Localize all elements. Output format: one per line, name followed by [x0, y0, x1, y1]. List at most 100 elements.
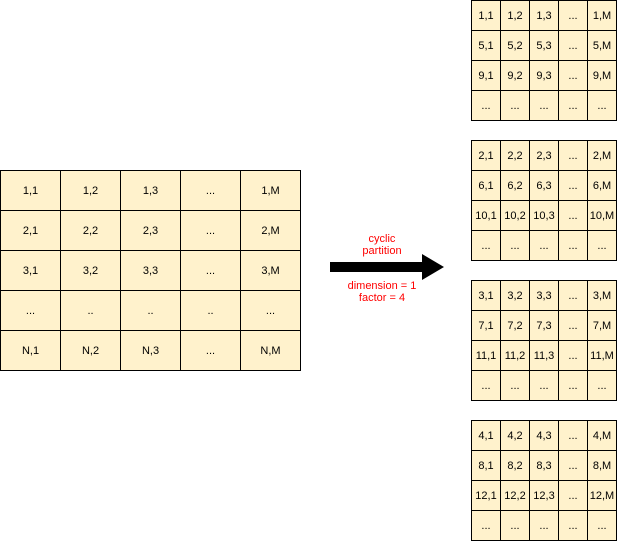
right-arrow-icon	[330, 254, 444, 280]
matrix-cell: ...	[558, 0, 588, 31]
matrix-row: 11,1 11,2 11,3 ... 11,M	[471, 340, 617, 371]
matrix-cell: 7,3	[529, 310, 559, 341]
matrix-cell: ...	[500, 230, 530, 261]
matrix-cell: ...	[529, 370, 559, 401]
matrix-cell: 8,M	[587, 450, 617, 481]
matrix-cell: 2,2	[60, 210, 121, 251]
matrix-cell: ...	[587, 510, 617, 541]
matrix-cell: ...	[558, 140, 588, 171]
matrix-cell: 1,2	[60, 170, 121, 211]
matrix-cell: 8,2	[500, 450, 530, 481]
matrix-cell: 4,M	[587, 420, 617, 451]
matrix-row: 2,1 2,2 2,3 ... 2,M	[0, 210, 301, 251]
matrix-row: 7,1 7,2 7,3 ... 7,M	[471, 310, 617, 341]
matrix-cell: ...	[180, 330, 241, 371]
matrix-cell: 5,M	[587, 30, 617, 61]
matrix-cell: 1,3	[529, 0, 559, 31]
matrix-cell: 11,3	[529, 340, 559, 371]
matrix-cell: 3,1	[0, 250, 61, 291]
matrix-row: 3,1 3,2 3,3 ... 3,M	[471, 280, 617, 311]
matrix-cell: 11,2	[500, 340, 530, 371]
matrix-cell: 8,3	[529, 450, 559, 481]
matrix-row: ... .. .. .. ...	[0, 290, 301, 331]
operation-label: cyclic partition	[327, 233, 437, 257]
matrix-row: 3,1 3,2 3,3 ... 3,M	[0, 250, 301, 291]
matrix-cell: ...	[558, 30, 588, 61]
matrix-cell: 7,M	[587, 310, 617, 341]
parameter-label: dimension = 1 factor = 4	[327, 280, 437, 304]
matrix-row: 10,1 10,2 10,3 ... 10,M	[471, 200, 617, 231]
matrix-row: 5,1 5,2 5,3 ... 5,M	[471, 30, 617, 61]
matrix-cell: ...	[529, 90, 559, 121]
matrix-row: ... ... ... ... ...	[471, 90, 617, 121]
matrix-cell: ..	[120, 290, 181, 331]
matrix-cell: ...	[180, 210, 241, 251]
matrix-cell: 5,2	[500, 30, 530, 61]
matrix-cell: 9,M	[587, 60, 617, 91]
matrix-row: 1,1 1,2 1,3 ... 1,M	[471, 0, 617, 31]
matrix-cell: ...	[558, 510, 588, 541]
matrix-cell: ...	[471, 90, 501, 121]
matrix-row: ... ... ... ... ...	[471, 370, 617, 401]
matrix-cell: N,2	[60, 330, 121, 371]
matrix-cell: 2,M	[587, 140, 617, 171]
matrix-cell: 2,1	[471, 140, 501, 171]
matrix-cell: ...	[558, 480, 588, 511]
matrix-cell: ...	[587, 90, 617, 121]
matrix-cell: 12,3	[529, 480, 559, 511]
source-matrix: 1,1 1,2 1,3 ... 1,M 2,1 2,2 2,3 ... 2,M …	[0, 170, 301, 371]
matrix-cell: ...	[558, 340, 588, 371]
matrix-row: 12,1 12,2 12,3 ... 12,M	[471, 480, 617, 511]
matrix-cell: 9,1	[471, 60, 501, 91]
matrix-cell: 10,2	[500, 200, 530, 231]
matrix-row: N,1 N,2 N,3 ... N,M	[0, 330, 301, 371]
matrix-cell: 6,1	[471, 170, 501, 201]
matrix-cell: ...	[558, 310, 588, 341]
matrix-cell: ...	[558, 280, 588, 311]
matrix-cell: ...	[500, 370, 530, 401]
partition-matrix-2: 2,1 2,2 2,3 ... 2,M 6,1 6,2 6,3 ... 6,M …	[471, 140, 617, 261]
matrix-cell: 6,2	[500, 170, 530, 201]
matrix-cell: 2,2	[500, 140, 530, 171]
matrix-cell: N,M	[240, 330, 301, 371]
matrix-cell: 1,M	[587, 0, 617, 31]
partition-matrix-4: 4,1 4,2 4,3 ... 4,M 8,1 8,2 8,3 ... 8,M …	[471, 420, 617, 541]
matrix-cell: 2,3	[529, 140, 559, 171]
matrix-row: 4,1 4,2 4,3 ... 4,M	[471, 420, 617, 451]
matrix-cell: 11,M	[587, 340, 617, 371]
matrix-cell: ...	[471, 510, 501, 541]
matrix-cell: 11,1	[471, 340, 501, 371]
matrix-cell: 7,1	[471, 310, 501, 341]
matrix-cell: ...	[558, 450, 588, 481]
matrix-cell: 12,M	[587, 480, 617, 511]
operation-label-line: cyclic	[368, 233, 396, 245]
matrix-cell: 12,1	[471, 480, 501, 511]
matrix-row: ... ... ... ... ...	[471, 230, 617, 261]
partition-matrix-3: 3,1 3,2 3,3 ... 3,M 7,1 7,2 7,3 ... 7,M …	[471, 280, 617, 401]
matrix-cell: ...	[558, 90, 588, 121]
matrix-cell: 3,M	[587, 280, 617, 311]
matrix-cell: 2,1	[0, 210, 61, 251]
parameter-label-line: dimension = 1	[347, 280, 417, 292]
matrix-cell: 1,M	[240, 170, 301, 211]
matrix-cell: ...	[558, 170, 588, 201]
matrix-cell: 8,1	[471, 450, 501, 481]
matrix-cell: ..	[60, 290, 121, 331]
matrix-row: 1,1 1,2 1,3 ... 1,M	[0, 170, 301, 211]
matrix-cell: ...	[500, 510, 530, 541]
matrix-cell: 10,1	[471, 200, 501, 231]
matrix-cell: ...	[500, 90, 530, 121]
matrix-cell: ...	[587, 370, 617, 401]
matrix-cell: 10,M	[587, 200, 617, 231]
matrix-cell: ..	[180, 290, 241, 331]
partition-matrix-1: 1,1 1,2 1,3 ... 1,M 5,1 5,2 5,3 ... 5,M …	[471, 0, 617, 121]
matrix-cell: ...	[180, 170, 241, 211]
matrix-cell: 3,1	[471, 280, 501, 311]
matrix-cell: 5,3	[529, 30, 559, 61]
matrix-row: 6,1 6,2 6,3 ... 6,M	[471, 170, 617, 201]
matrix-cell: ...	[558, 420, 588, 451]
matrix-row: ... ... ... ... ...	[471, 510, 617, 541]
matrix-cell: ...	[529, 510, 559, 541]
matrix-cell: 3,3	[120, 250, 181, 291]
matrix-cell: 1,2	[500, 0, 530, 31]
